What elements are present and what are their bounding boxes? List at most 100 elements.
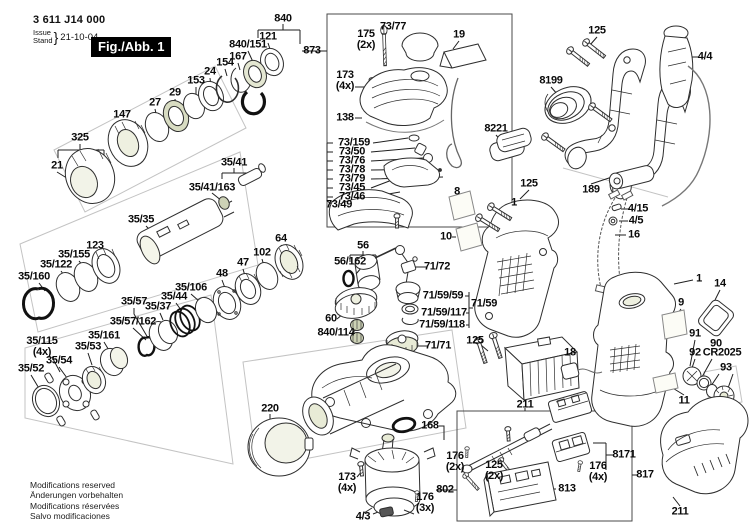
part-drawing-handle-half-left <box>564 48 646 170</box>
group-clutch-assembly <box>31 296 218 427</box>
group-boxes <box>326 13 633 522</box>
part-label-35-57-162: 35/57/162 <box>109 315 157 328</box>
part-label-840-151: 840/151 <box>229 38 267 51</box>
part-label-175: 175(2x) <box>356 27 376 51</box>
part-label-71-59-118: 71/59/118 <box>419 318 465 331</box>
part-label-91: 91 <box>689 327 701 340</box>
group-housing-shells <box>448 190 735 427</box>
part-label-8199: 8199 <box>539 74 563 87</box>
part-label-48: 48 <box>216 267 228 280</box>
part-drawing-snapring-154 <box>215 75 240 103</box>
part-label-73-45: 73/45 <box>338 181 366 194</box>
part-drawing-damper-8221 <box>489 127 532 162</box>
part-drawing-hammer-tube-35-35 <box>136 198 235 265</box>
part-label-35-53: 35/53 <box>74 340 102 353</box>
part-label-176-4x: 176(4x) <box>588 459 608 483</box>
part-drawing-oring-35-160 <box>21 286 56 321</box>
part-label-873: 873 <box>303 44 321 57</box>
screw-173-motor <box>357 460 366 477</box>
part-drawing-label-sticker-9 <box>661 309 688 340</box>
issue-label: Issue Stand <box>33 28 53 45</box>
footer-line-en: Modifications reserved <box>30 480 116 490</box>
part-label-90: 90 <box>710 337 722 350</box>
part-label-4-4: 4/4 <box>697 50 713 63</box>
part-drawing-battery-211 <box>503 336 580 402</box>
issue-date: 21-10-04 <box>60 31 99 43</box>
part-label-802: 802 <box>436 483 454 496</box>
part-drawing-ring-35-52 <box>31 384 61 418</box>
part-drawing-switch-4-4 <box>659 25 711 207</box>
part-drawing-ram-189 <box>608 165 655 190</box>
group-piston-gear-assembly <box>311 245 457 432</box>
part-label-14: 14 <box>714 277 726 290</box>
part-label-189: 189 <box>582 183 600 196</box>
part-drawing-grommet-4-5 <box>608 216 618 226</box>
part-label-19: 19 <box>453 28 465 41</box>
part-label-35-35: 35/35 <box>127 213 155 226</box>
figure-label-badge: Fig./Abb. 1 <box>91 37 172 57</box>
part-label-125-2x: 125(2x) <box>484 458 504 482</box>
part-label-35-44: 35/44 <box>160 290 188 303</box>
part-label-168: 168 <box>421 419 439 432</box>
part-label-11: 11 <box>678 394 690 407</box>
part-drawing-ring-123 <box>91 247 121 284</box>
part-drawing-front-cap-220 <box>247 417 314 477</box>
part-drawing-piston-56 <box>354 247 397 291</box>
part-label-71-72: 71/72 <box>423 260 451 273</box>
part-label-4-5: 4/5 <box>628 214 644 227</box>
part-label-35-41-163: 35/41/163 <box>188 181 236 194</box>
screw-176-4x <box>576 459 584 473</box>
part-label-176-3x: 176(3x) <box>415 490 435 514</box>
part-label-817: 817 <box>636 468 654 481</box>
part-drawing-cap-21 <box>64 148 116 204</box>
part-drawing-dome-73-77 <box>401 32 439 62</box>
group-box-873 <box>326 13 513 228</box>
part-label-813: 813 <box>558 482 576 495</box>
part-drawing-label-sticker-10 <box>455 222 483 252</box>
part-label-73-79: 73/79 <box>338 172 366 185</box>
part-drawing-bellows-8199 <box>544 86 592 124</box>
group-barrel-motor <box>247 363 436 518</box>
part-label-35-41: 35/41 <box>220 156 248 169</box>
part-label-73-159: 73/159 <box>338 136 370 149</box>
part-drawing-ring-29 <box>162 99 190 133</box>
part-label-125-housing: 125 <box>520 177 538 190</box>
part-label-73-46: 73/46 <box>338 190 366 203</box>
part-drawing-housing-left-1 <box>474 199 559 338</box>
part-label-125-mid: 125 <box>466 334 484 347</box>
part-label-24: 24 <box>204 65 216 78</box>
part-label-60: 60 <box>325 312 337 325</box>
part-label-121: 121 <box>259 30 277 43</box>
part-label-35-122: 35/122 <box>40 258 72 271</box>
part-drawing-connector-8171-upper <box>547 391 593 423</box>
part-label-840-114: 840/114 <box>317 326 355 339</box>
part-drawing-washer-35-41-163 <box>218 196 230 210</box>
part-label-35-52: 35/52 <box>17 362 45 375</box>
group-battery-electronics <box>461 331 749 518</box>
screw-125-top-a <box>564 44 592 69</box>
part-label-35-161: 35/161 <box>88 329 120 342</box>
part-drawing-clip-4-15 <box>611 203 622 212</box>
part-label-92: 92 <box>689 346 701 359</box>
part-drawing-rubber-ring-840 <box>240 90 266 116</box>
part-label-8: 8 <box>454 185 460 198</box>
footer-line-de: Änderungen vorbehalten <box>30 490 124 501</box>
screw-176-2x <box>464 446 470 458</box>
part-drawing-gasket-plate-73-45 <box>383 157 441 188</box>
part-drawing-barrel <box>302 363 405 436</box>
part-label-35-155: 35/155 <box>58 248 90 261</box>
group-mode-selector-cover <box>328 24 487 231</box>
part-label-16: 16 <box>628 228 640 241</box>
part-label-47: 47 <box>237 256 249 269</box>
part-drawing-cover-138 <box>359 67 448 133</box>
screw-125-2x-a <box>504 425 513 442</box>
footer-line-fr: Modifications réservées <box>30 500 120 511</box>
part-label-21: 21 <box>51 159 63 172</box>
part-label-8171: 8171 <box>612 448 636 461</box>
part-drawing-housing-right-1 <box>591 271 676 427</box>
part-label-73-76: 73/76 <box>338 154 366 167</box>
part-drawing-label-sticker-8 <box>448 190 476 221</box>
part-label-35-54: 35/54 <box>45 354 73 367</box>
document-number: 3 611 J14 000 <box>33 14 106 26</box>
